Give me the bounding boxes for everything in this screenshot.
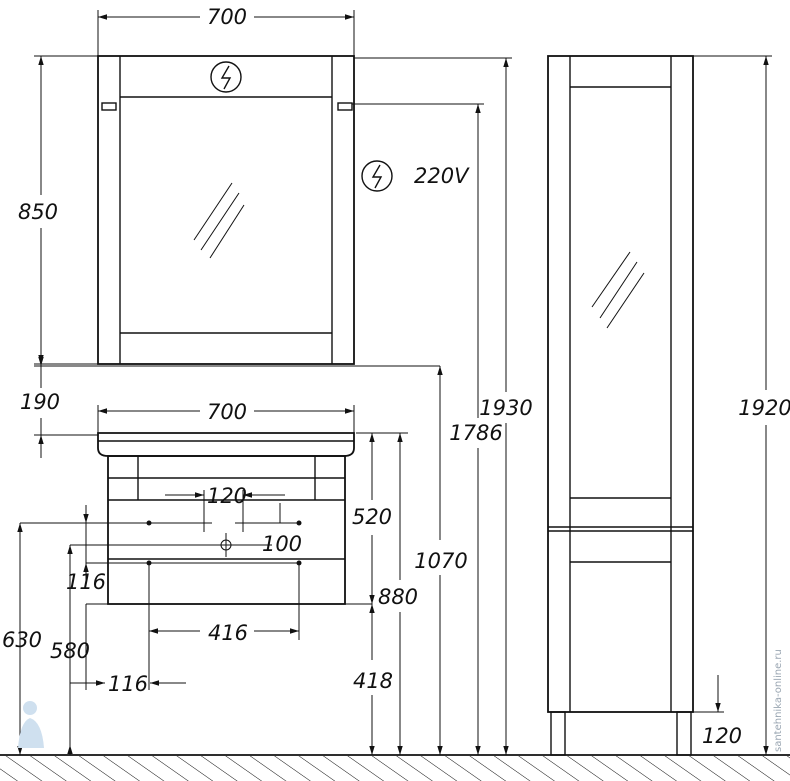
- dimension-850: 850: [18, 200, 58, 224]
- dimension-190: 190: [20, 390, 60, 414]
- dimension-700-top: 700: [207, 5, 247, 29]
- voltage-label: 220V: [414, 164, 470, 188]
- dimension-116-left: 116: [66, 570, 106, 594]
- dimension-520: 520: [352, 505, 392, 529]
- dimension-700-basin: 700: [207, 400, 247, 424]
- electrical-outlet-icon: [210, 61, 242, 93]
- dimension-1920: 1920: [738, 396, 790, 420]
- dimension-416: 416: [208, 621, 248, 645]
- dimension-418: 418: [353, 669, 393, 693]
- vanity-front-view: [86, 432, 372, 605]
- dimension-1070: 1070: [414, 549, 467, 573]
- mirror-width-dimension: 700: [97, 5, 355, 56]
- power-supply-label: 220V: [361, 160, 470, 192]
- side-offset-dimension: 116: [66, 505, 106, 594]
- plumber-logo-icon: [18, 701, 44, 748]
- dimension-880: 880: [378, 585, 418, 609]
- overall-height-dimensions: 1786 1930: [352, 57, 533, 755]
- dimension-116-bottom: 116: [108, 672, 148, 696]
- dimension-120-legs: 120: [702, 724, 742, 748]
- tap-spacing-dimension: 120: [165, 484, 285, 508]
- tall-column-cabinet: [547, 55, 694, 756]
- column-mirror-glare-icon: [591, 251, 645, 329]
- bottom-offset-dimension: 116: [70, 563, 186, 696]
- dimension-120-taps: 120: [207, 484, 247, 508]
- watermark: santehnika-online.ru: [18, 649, 784, 752]
- mirror-glare-icon: [193, 182, 245, 259]
- dimension-1786: 1786: [449, 421, 502, 445]
- cold-water-tap-icon: [235, 514, 251, 532]
- column-dimensions: 1920 120: [693, 55, 790, 755]
- height-630-dimension: 630: [2, 523, 42, 755]
- dimension-580: 580: [50, 639, 90, 663]
- connection-points: [20, 490, 302, 566]
- dimension-1930: 1930: [479, 396, 532, 420]
- leg-span-dimension: 416: [149, 563, 300, 645]
- gap-dimension: 190: [20, 340, 440, 458]
- hot-water-tap-icon: [196, 514, 212, 532]
- mirror-height-dimension: 850: [18, 55, 98, 365]
- dimension-100: 100: [262, 532, 302, 556]
- height-580-dimension: 580: [50, 545, 90, 755]
- watermark-text: santehnika-online.ru: [773, 649, 784, 752]
- floor: [0, 754, 790, 781]
- dimension-630: 630: [2, 628, 42, 652]
- vanity-height-dimensions: 520 418 880 1070: [352, 366, 468, 755]
- drain-offset-dimension: 100: [262, 503, 302, 556]
- basin-width-dimension: 700: [97, 400, 355, 433]
- mirror-front-view: [97, 55, 355, 365]
- drain-icon: [214, 533, 238, 557]
